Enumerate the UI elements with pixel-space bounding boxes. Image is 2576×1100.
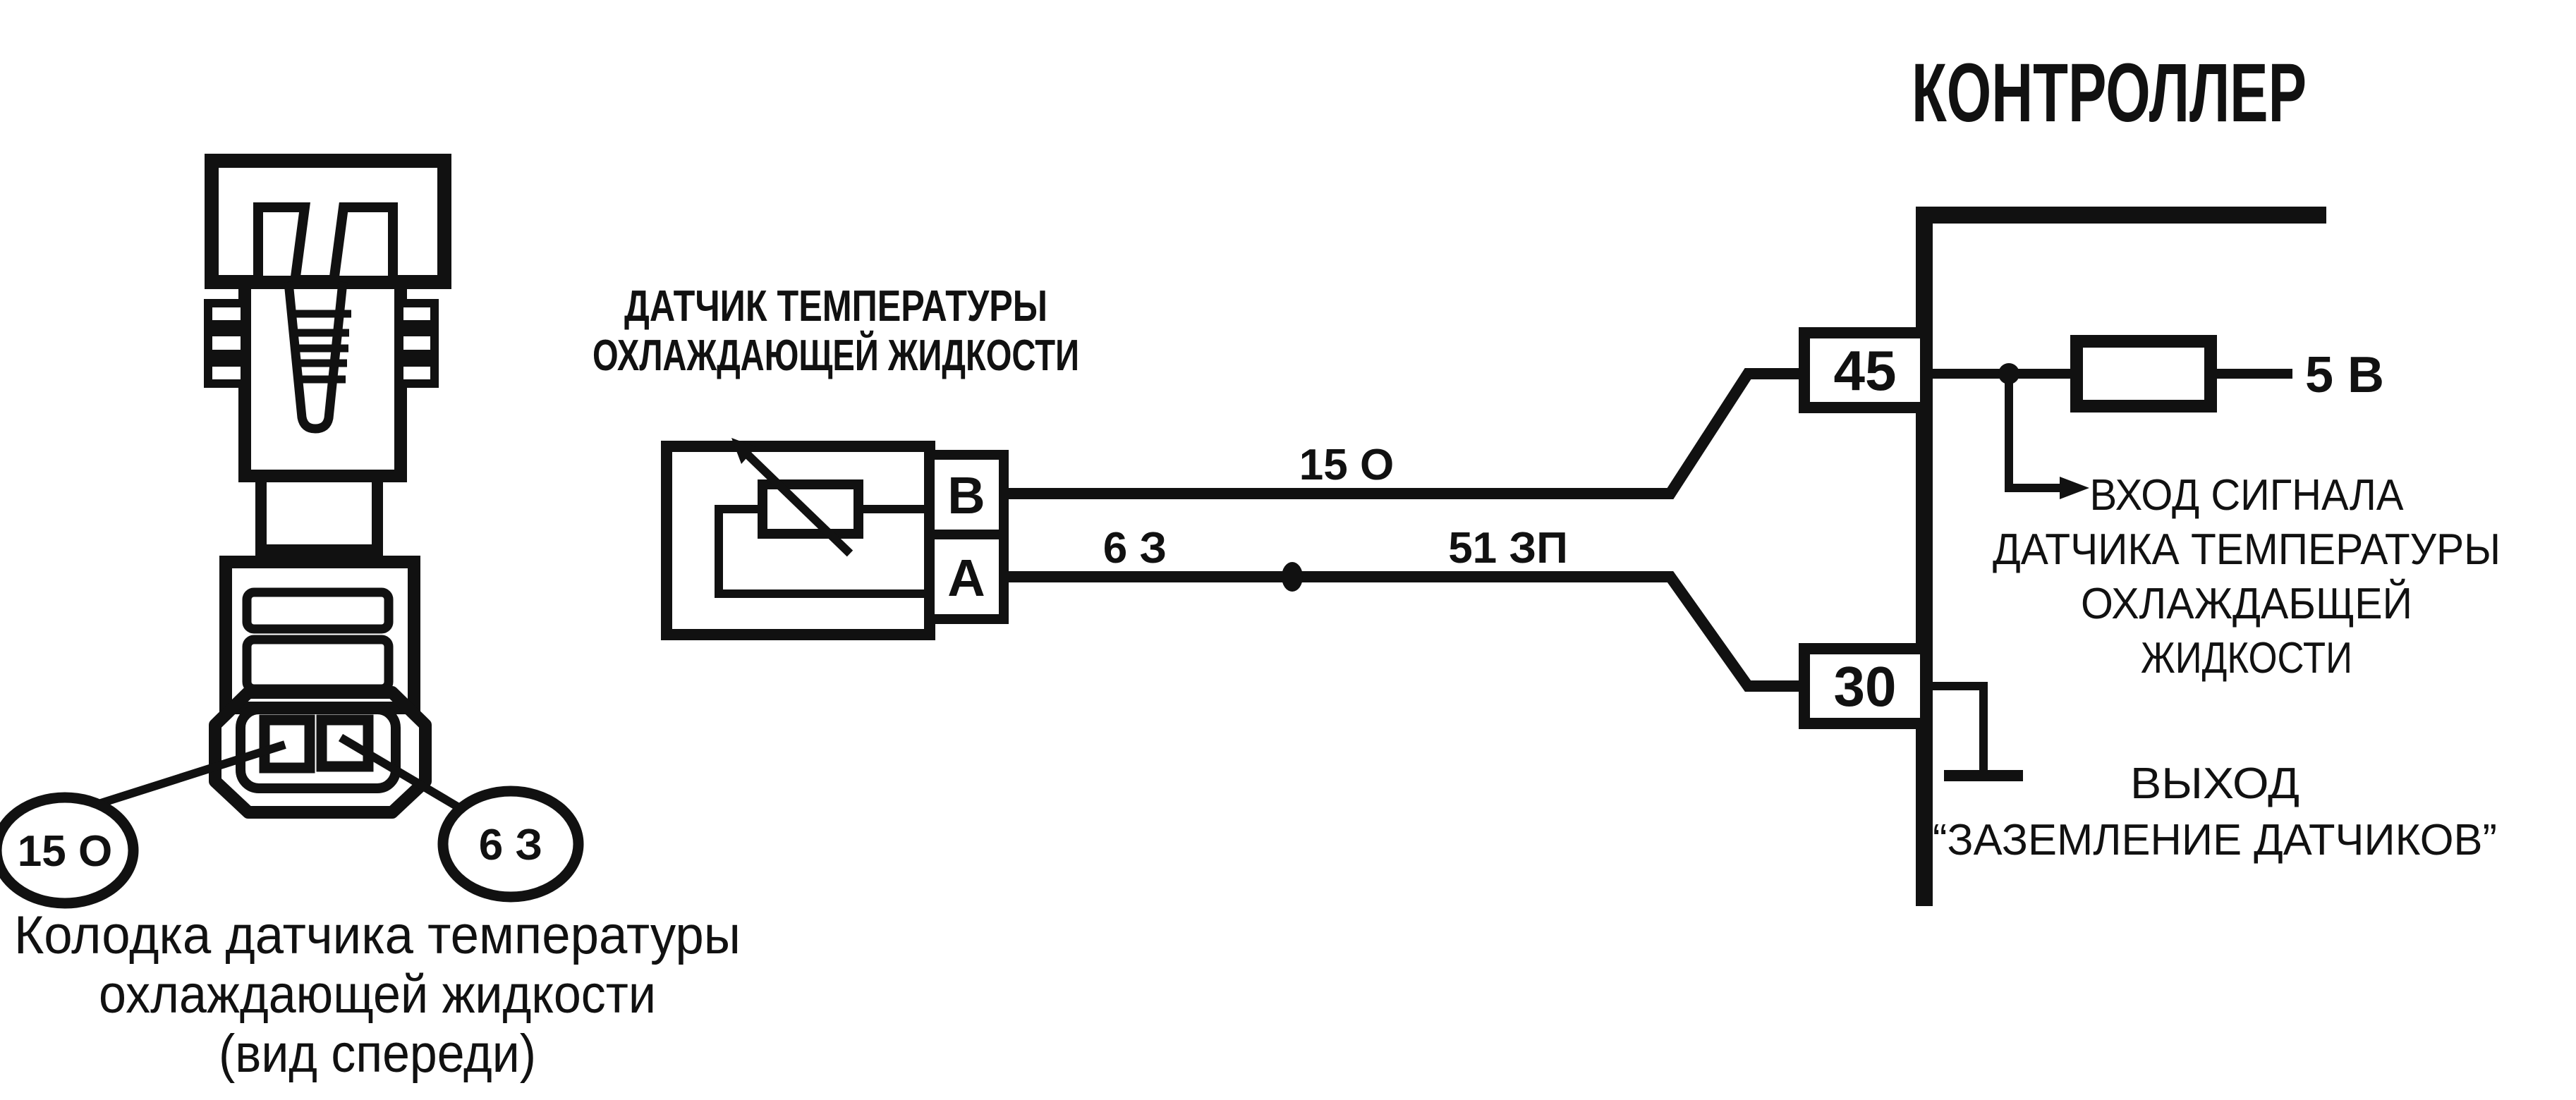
thermistor-arrow-line [741, 448, 853, 557]
side-view-right-prong [328, 202, 398, 287]
side-view-left-prong [253, 202, 310, 287]
wire-bottom-6Z-51ZP [1004, 571, 1804, 692]
supply-5v-label: 5 В [2305, 347, 2384, 403]
side-view-base [255, 470, 383, 556]
arrow-right-icon [2060, 477, 2089, 499]
pin-callout-circle-left [0, 792, 139, 909]
signal-input-line-2: ДАТЧИКА ТЕМПЕРАТУРЫ [1993, 525, 2501, 574]
wire-label-top: 15 О [1299, 441, 1394, 489]
caption-line-1: Колодка датчика температуры [14, 905, 741, 965]
pin-number-30: 30 [1834, 655, 1897, 718]
front-view-face-inner [236, 704, 401, 793]
side-view-cap [205, 154, 451, 289]
pin-box-30 [1799, 643, 1931, 729]
controller: КОНТРОЛЛЕР 45 30 5 В ВХОД СИГНАЛА ДАТЧИК… [1799, 47, 2501, 906]
thermistor-symbol [758, 479, 863, 539]
pin-number-45: 45 [1834, 339, 1897, 402]
signal-branch-line [2005, 374, 2061, 492]
ground-output-line-2: “ЗАЗЕМЛЕНИЕ ДАТЧИКОВ” [1933, 816, 2497, 864]
sensor-internal-wiring [715, 505, 930, 598]
sensor-label-line-2: ОХЛАЖДАЮЩЕЙ ЖИДКОСТИ [593, 331, 1079, 380]
pin-callout-label-right: 6 З [479, 821, 543, 869]
pin-box-45 [1799, 327, 1931, 413]
side-view-rib [395, 358, 439, 388]
signal-input-line-3: ОХЛАЖДАБЩЕЙ [2081, 579, 2412, 628]
front-view-slot-top [242, 587, 394, 634]
leader-line-right [338, 733, 463, 812]
front-view-slot-bottom [242, 635, 394, 694]
caption-line-3: (вид спереди) [219, 1024, 536, 1084]
ground-output-line-1: ВЫХОД [2130, 759, 2299, 808]
sensor-connector-front-view: 15 О 6 З [0, 556, 584, 909]
side-view-rib [204, 299, 249, 329]
pin-callout-circle-right [437, 786, 584, 903]
signal-input-line-4: ЖИДКОСТИ [2141, 634, 2352, 683]
controller-title: КОНТРОЛЛЕР [1912, 47, 2307, 140]
side-view-rib [204, 358, 249, 388]
front-view-pin-hole-right [316, 714, 374, 772]
signal-input-text: ВХОД СИГНАЛА ДАТЧИКА ТЕМПЕРАТУРЫ ОХЛАЖДА… [1993, 471, 2501, 683]
sensor-outline [661, 441, 935, 640]
terminal-letter-top: В [947, 466, 985, 525]
terminal-letter-bottom: А [947, 549, 985, 607]
ground-branch-line [1933, 682, 1988, 773]
sensor-label-line-1: ДАТЧИК ТЕМПЕРАТУРЫ [624, 282, 1047, 331]
leader-line-left [97, 740, 286, 808]
thermistor-arrowhead-icon [731, 438, 756, 464]
sensor-connector-side-view [204, 154, 451, 556]
harness-wires: 15 О 6 З 51 ЗП [1004, 368, 1804, 692]
side-view-rib [395, 299, 439, 329]
side-view-rib [204, 328, 249, 358]
ground-output-text: ВЫХОД “ЗАЗЕМЛЕНИЕ ДАТЧИКОВ” [1933, 759, 2497, 864]
wire-label-bottom-right: 51 ЗП [1448, 524, 1568, 573]
pin-callout-label-left: 15 О [18, 827, 112, 876]
side-view-latch-slot [284, 281, 348, 434]
pullup-resistor-box [2070, 335, 2217, 412]
front-view-pin-hole-left [259, 714, 315, 774]
front-view-face-outline [209, 686, 432, 819]
caption-line-2: охлаждающей жидкости [99, 965, 656, 1025]
connector-caption: Колодка датчика температуры охлаждающей … [14, 905, 741, 1084]
signal-input-line-1: ВХОД СИГНАЛА [2090, 471, 2405, 520]
coolant-temp-sensor-symbol: ДАТЧИК ТЕМПЕРАТУРЫ ОХЛАЖДАЮЩЕЙ ЖИДКОСТИ … [593, 282, 1079, 640]
side-view-rib [395, 328, 439, 358]
wire-label-bottom-left: 6 З [1103, 524, 1167, 573]
wire-splice-dot [1282, 562, 1303, 592]
wire-top-15O [1004, 368, 1804, 499]
